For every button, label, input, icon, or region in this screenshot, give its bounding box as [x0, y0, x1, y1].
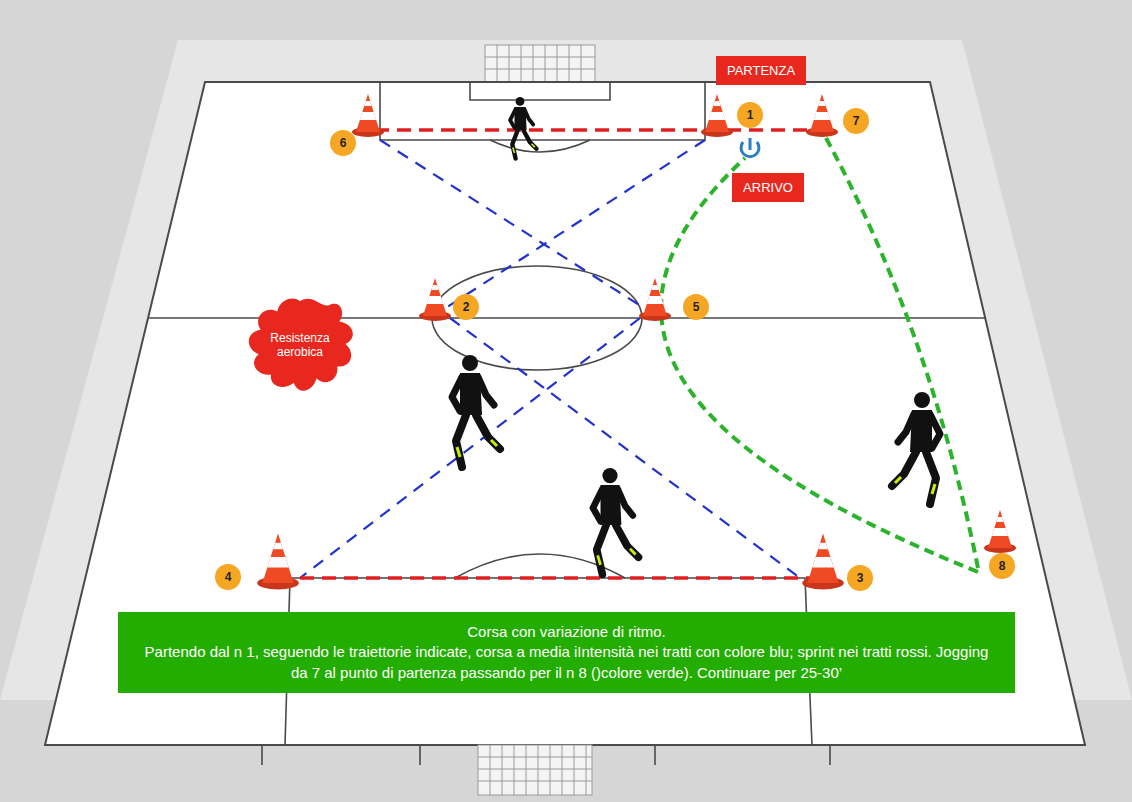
top-goal: [485, 45, 595, 82]
callout-number-text: 2: [463, 300, 470, 314]
cone: [806, 94, 838, 137]
marker-text: ARRIVO: [743, 180, 793, 195]
callout-number: 4: [215, 564, 241, 590]
medium-intensity-paths: [300, 140, 800, 578]
pitch: [45, 82, 1085, 745]
jogging-path: [661, 138, 978, 572]
callout-number-text: 4: [225, 570, 232, 584]
cone: [257, 534, 299, 590]
instruction-box: Corsa con variazione di ritmo.Partendo d…: [118, 612, 1015, 693]
player: [892, 392, 940, 504]
callout-number: 1: [737, 102, 763, 128]
callout-number-text: 6: [340, 136, 347, 150]
bottom-goal: [478, 745, 592, 795]
cone: [802, 534, 844, 590]
player: [452, 355, 500, 467]
finish-label: ARRIVO: [732, 173, 804, 202]
start-finish-symbol: [741, 138, 759, 157]
topic-splash: Resistenza aerobica: [238, 289, 362, 401]
callout-number: 3: [847, 565, 873, 591]
callout-number: 5: [683, 294, 709, 320]
callout-number-text: 7: [853, 114, 860, 128]
instruction-heading: Corsa con variazione di ritmo.: [136, 622, 997, 642]
callout-number: 6: [330, 130, 356, 156]
instruction-body: Partendo dal n 1, seguendo le traiettori…: [136, 642, 997, 683]
player: [593, 468, 639, 574]
callout-number-text: 5: [693, 300, 700, 314]
callout-number: 8: [989, 553, 1015, 579]
topic-text: Resistenza aerobica: [255, 331, 345, 359]
callout-number: 2: [453, 294, 479, 320]
cone: [701, 94, 733, 137]
callout-number: 7: [843, 108, 869, 134]
callout-number-text: 8: [999, 559, 1006, 573]
cone: [352, 94, 384, 137]
cone: [984, 510, 1016, 553]
sprint-paths: [300, 130, 830, 578]
cone: [639, 278, 671, 321]
player: [510, 97, 536, 159]
start-label: PARTENZA: [716, 56, 806, 85]
callout-number-text: 3: [857, 571, 864, 585]
callout-number-text: 1: [747, 108, 754, 122]
cone: [419, 278, 451, 321]
marker-text: PARTENZA: [727, 63, 795, 78]
